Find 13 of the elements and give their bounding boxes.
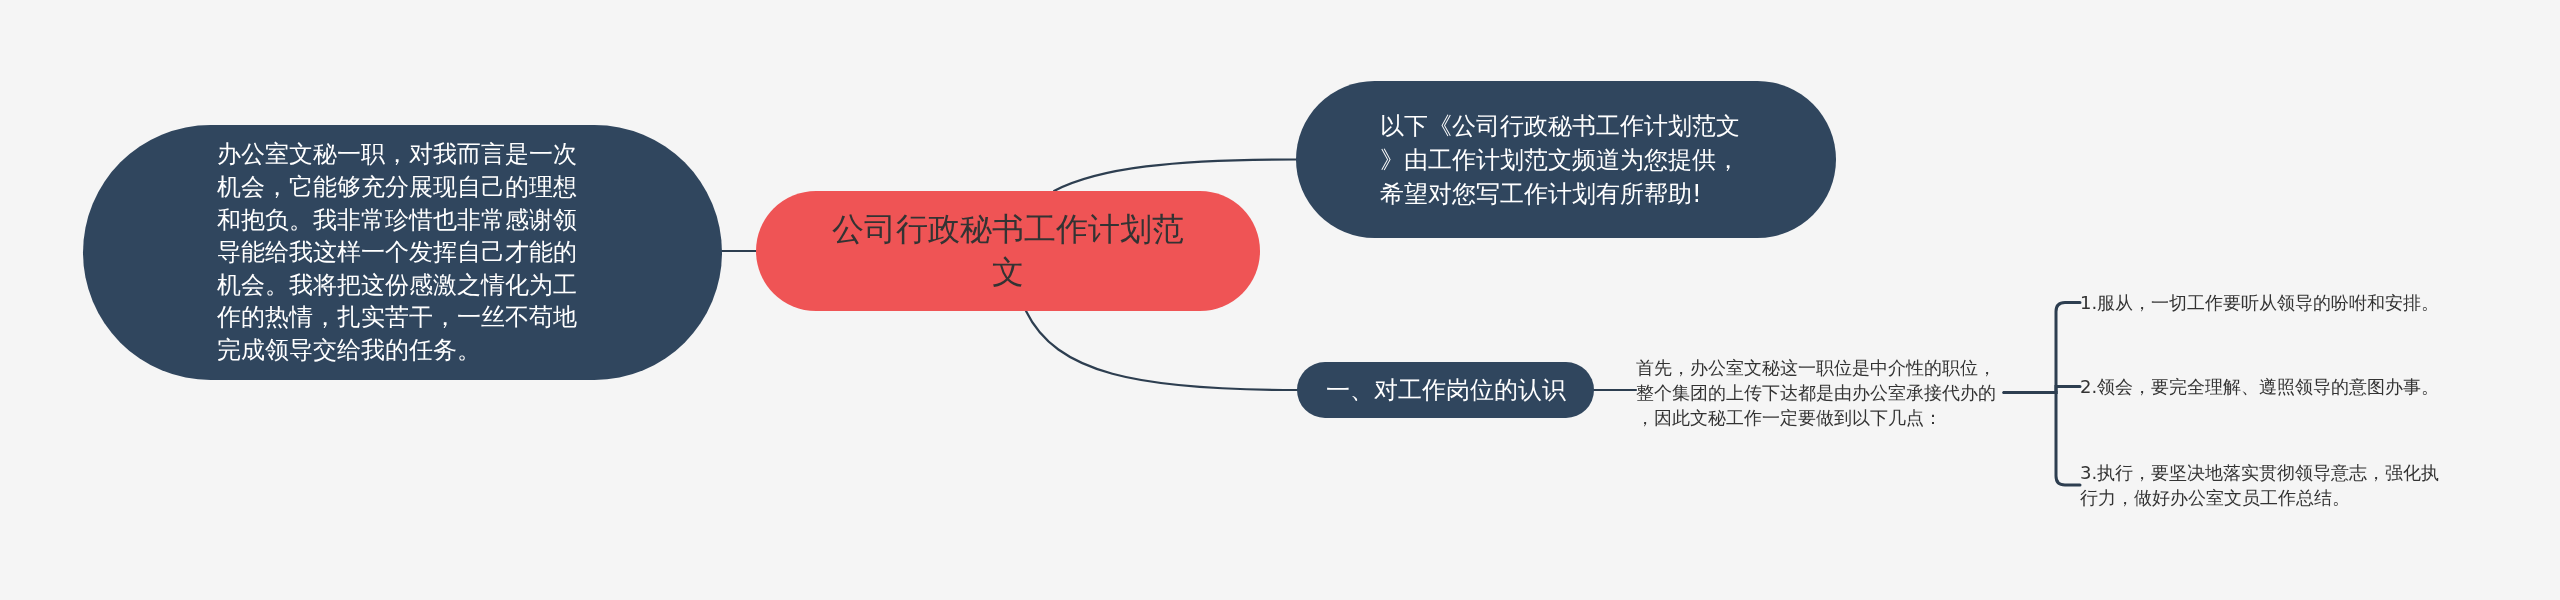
list-item-text: 1.服从，一切工作要听从领导的吩咐和安排。 [2080,290,2448,315]
note-text: 首先，办公室文秘这一职位是中介性的职位，整个集团的上传下达都是由办公室承接代办的，因此文秘工作一定要做到以下几点： [1636,355,2004,430]
connector-line [1024,309,1299,392]
branch-topic [1297,362,1594,418]
connector-line [1592,388,1638,392]
connector-line [1052,158,1298,193]
topic-title: 公司行政秘书工作计划范文 [831,209,1185,293]
list-item-text: 2.领会，要完全理解、遵照领导的意图办事。 [2080,374,2448,399]
list-item-text: 3.执行，要坚决地落实贯彻领导意志，强化执行力，做好办公室文员工作总结。 [2080,460,2448,510]
topic-text: 办公室文秘一职，对我而言是一次机会，它能够充分展现自己的理想和抱负。我非常珍惜也非常感谢领导能给我这样一个发挥自己才能的机会。我将把这份感激之情化为工作的热情，扎实苦干，一丝不苟地完成领导交给我的任务。 [216,139,578,366]
connector-line [720,249,758,253]
topic-text: 一、对工作岗位的认识 [1324,375,1567,406]
topic-text: 以下《公司行政秘书工作计划范文》由工作计划范文频道为您提供，希望对您写工作计划有所帮助! [1380,110,1741,210]
